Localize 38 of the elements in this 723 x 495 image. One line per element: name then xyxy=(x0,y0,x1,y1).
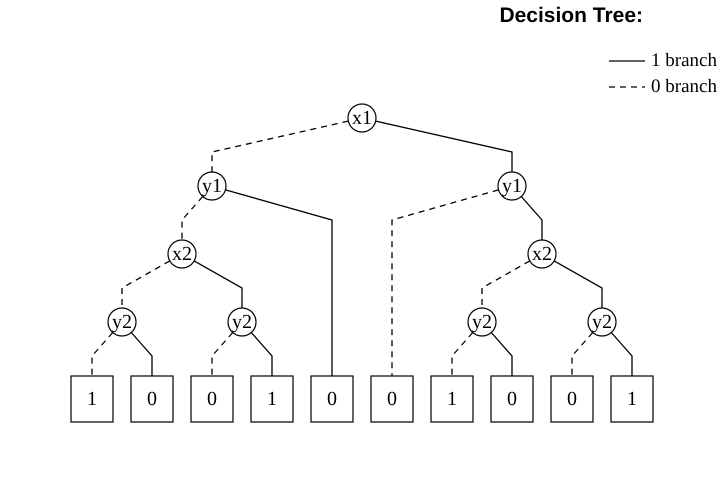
connector xyxy=(210,120,348,172)
node-circle: x1 xyxy=(346,103,376,133)
node-circle: y1 xyxy=(196,171,226,201)
diagram-title: Decision Tree: xyxy=(499,4,643,28)
connector xyxy=(610,332,632,376)
node-circle: y1 xyxy=(496,171,526,201)
legend-text: 0 branch xyxy=(651,76,717,98)
connector xyxy=(120,260,170,308)
connector xyxy=(520,196,542,240)
connector xyxy=(375,120,512,172)
node-box: 0 xyxy=(550,375,594,423)
connector xyxy=(130,332,152,376)
connector xyxy=(193,260,242,308)
node-box: 0 xyxy=(490,375,534,423)
connector xyxy=(570,332,593,376)
connector xyxy=(180,196,203,240)
node-box: 0 xyxy=(370,375,414,423)
node-box: 0 xyxy=(130,375,174,423)
connector xyxy=(250,332,272,376)
node-box: 1 xyxy=(70,375,114,423)
node-box: 1 xyxy=(430,375,474,423)
node-circle: y2 xyxy=(586,307,616,337)
node-circle: y2 xyxy=(226,307,256,337)
legend-text: 1 branch xyxy=(651,50,717,72)
node-circle: x2 xyxy=(526,239,556,269)
connector xyxy=(490,332,512,376)
connector xyxy=(450,332,473,376)
node-circle: y2 xyxy=(466,307,496,337)
node-box: 1 xyxy=(610,375,654,423)
connector xyxy=(90,332,113,376)
connector xyxy=(210,332,233,376)
node-box: 0 xyxy=(190,375,234,423)
connector xyxy=(480,260,530,308)
node-circle: y2 xyxy=(106,307,136,337)
node-circle: x2 xyxy=(166,239,196,269)
connector xyxy=(553,260,602,308)
node-box: 0 xyxy=(310,375,354,423)
node-box: 1 xyxy=(250,375,294,423)
